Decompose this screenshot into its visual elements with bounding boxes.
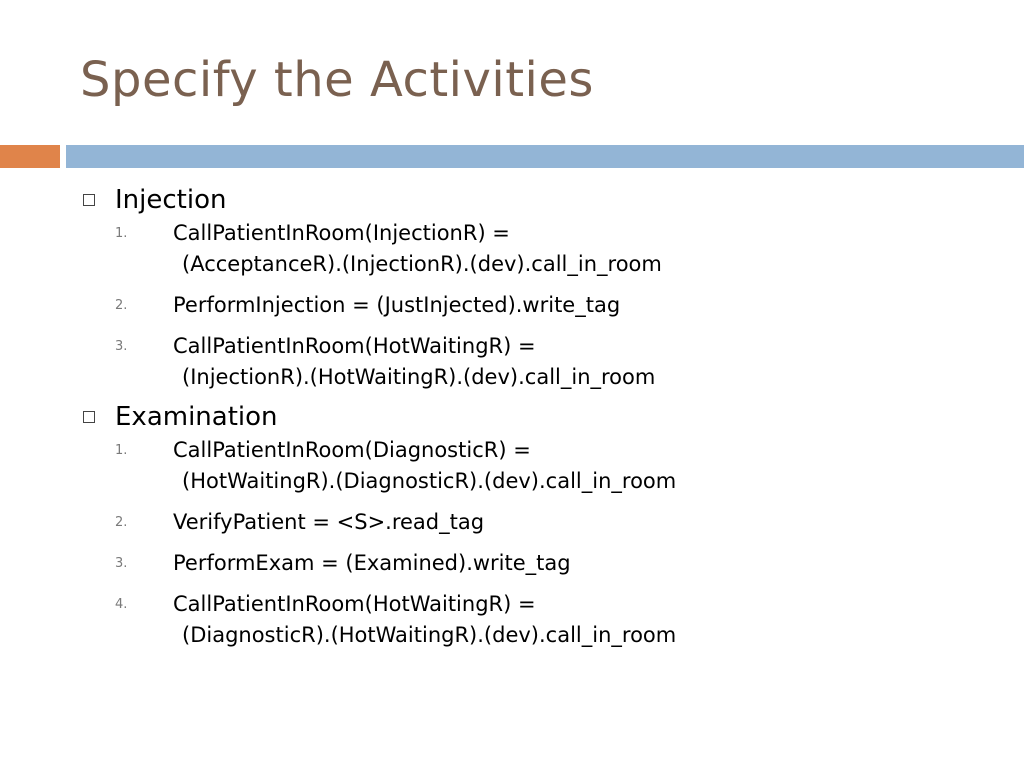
item-continuation: (HotWaitingR).(DiagnosticR).(dev).call_i… (182, 469, 677, 493)
list-number: 3. (115, 339, 128, 354)
list-item: 1. CallPatientInRoom(InjectionR) = (Acce… (80, 218, 980, 280)
list-item: 2. VerifyPatient = <S>.read_tag (80, 507, 980, 538)
item-continuation: (DiagnosticR).(HotWaitingR).(dev).call_i… (182, 623, 677, 647)
list-number: 3. (115, 556, 128, 571)
item-continuation: (AcceptanceR).(InjectionR).(dev).call_in… (182, 252, 662, 276)
item-line: CallPatientInRoom(DiagnosticR) = (173, 438, 531, 462)
list-item: 1. CallPatientInRoom(DiagnosticR) = (Hot… (80, 435, 980, 497)
item-line: CallPatientInRoom(HotWaitingR) = (173, 334, 536, 358)
item-line: PerformExam = (Examined).write_tag (173, 551, 571, 575)
list-number: 2. (115, 515, 128, 530)
slide-content: Injection 1. CallPatientInRoom(Injection… (80, 182, 980, 651)
list-number: 4. (115, 597, 128, 612)
list-item: 4. CallPatientInRoom(HotWaitingR) = (Dia… (80, 589, 980, 651)
item-line: CallPatientInRoom(HotWaitingR) = (173, 592, 536, 616)
item-line: VerifyPatient = <S>.read_tag (173, 510, 485, 534)
section-examination: Examination 1. CallPatientInRoom(Diagnos… (80, 399, 980, 651)
section-label: Injection (115, 185, 227, 215)
section-heading: Injection (80, 182, 980, 218)
list-number: 2. (115, 298, 128, 313)
list-number: 1. (115, 443, 128, 458)
item-line: CallPatientInRoom(InjectionR) = (173, 221, 510, 245)
item-line: PerformInjection = (JustInjected).write_… (173, 293, 621, 317)
slide-title: Specify the Activities (80, 52, 594, 108)
item-continuation: (InjectionR).(HotWaitingR).(dev).call_in… (182, 365, 656, 389)
section-heading: Examination (80, 399, 980, 435)
list-item: 3. PerformExam = (Examined).write_tag (80, 548, 980, 579)
accent-bar-orange (0, 145, 60, 168)
section-label: Examination (115, 402, 278, 432)
list-item: 3. CallPatientInRoom(HotWaitingR) = (Inj… (80, 331, 980, 393)
list-item: 2. PerformInjection = (JustInjected).wri… (80, 290, 980, 321)
square-bullet-icon (83, 194, 95, 206)
accent-bar-blue (66, 145, 1024, 168)
list-number: 1. (115, 226, 128, 241)
square-bullet-icon (83, 411, 95, 423)
section-injection: Injection 1. CallPatientInRoom(Injection… (80, 182, 980, 393)
